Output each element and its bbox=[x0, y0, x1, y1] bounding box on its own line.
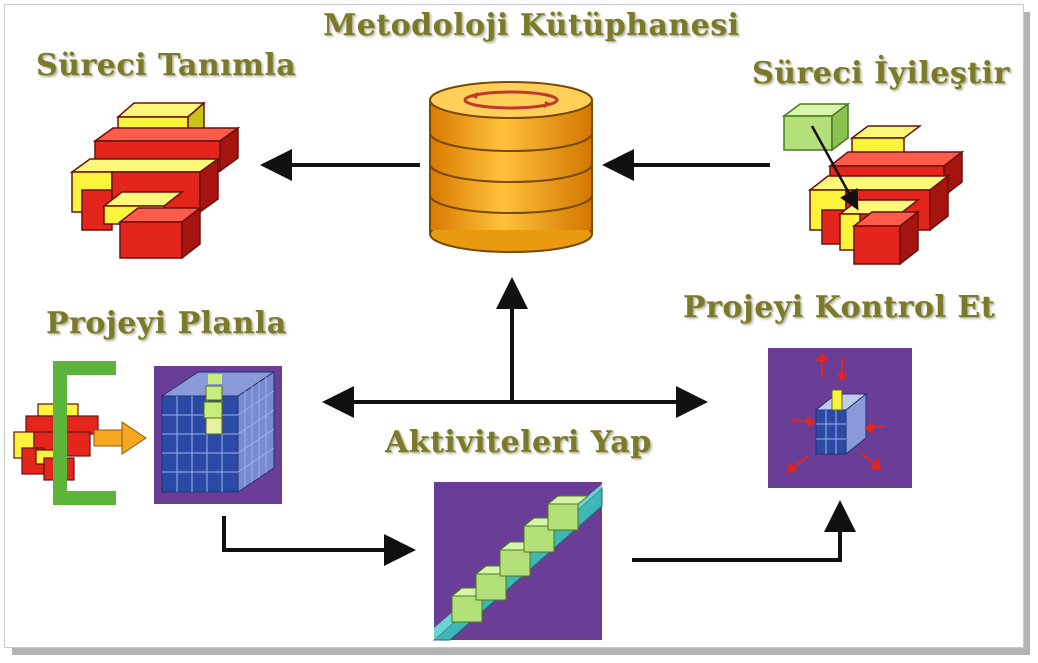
green-bracket bbox=[53, 361, 116, 505]
block-stack-icon bbox=[69, 101, 241, 260]
arrow-perform-to-control bbox=[632, 500, 856, 562]
database-icon bbox=[429, 81, 593, 253]
label-plan-project: Projeyi Planla bbox=[46, 306, 287, 341]
label-define-process: Süreci Tanımla bbox=[36, 48, 297, 83]
label-perform-activities: Aktiviteleri Yap bbox=[385, 425, 652, 460]
label-improve-process: Süreci İyileştir bbox=[752, 56, 1010, 91]
label-control-project: Projeyi Kontrol Et bbox=[683, 290, 996, 325]
block-stack-improve-icon bbox=[781, 102, 965, 266]
label-methodology-library: Metodoloji Kütüphanesi bbox=[323, 8, 740, 43]
orange-arrow-icon bbox=[93, 421, 147, 455]
cube-grid-icon bbox=[154, 366, 282, 504]
control-cube-icon bbox=[768, 348, 912, 488]
staircase-blocks-icon bbox=[432, 482, 603, 641]
connector-arrows bbox=[222, 149, 856, 566]
arrow-plan-to-perform bbox=[222, 516, 416, 566]
